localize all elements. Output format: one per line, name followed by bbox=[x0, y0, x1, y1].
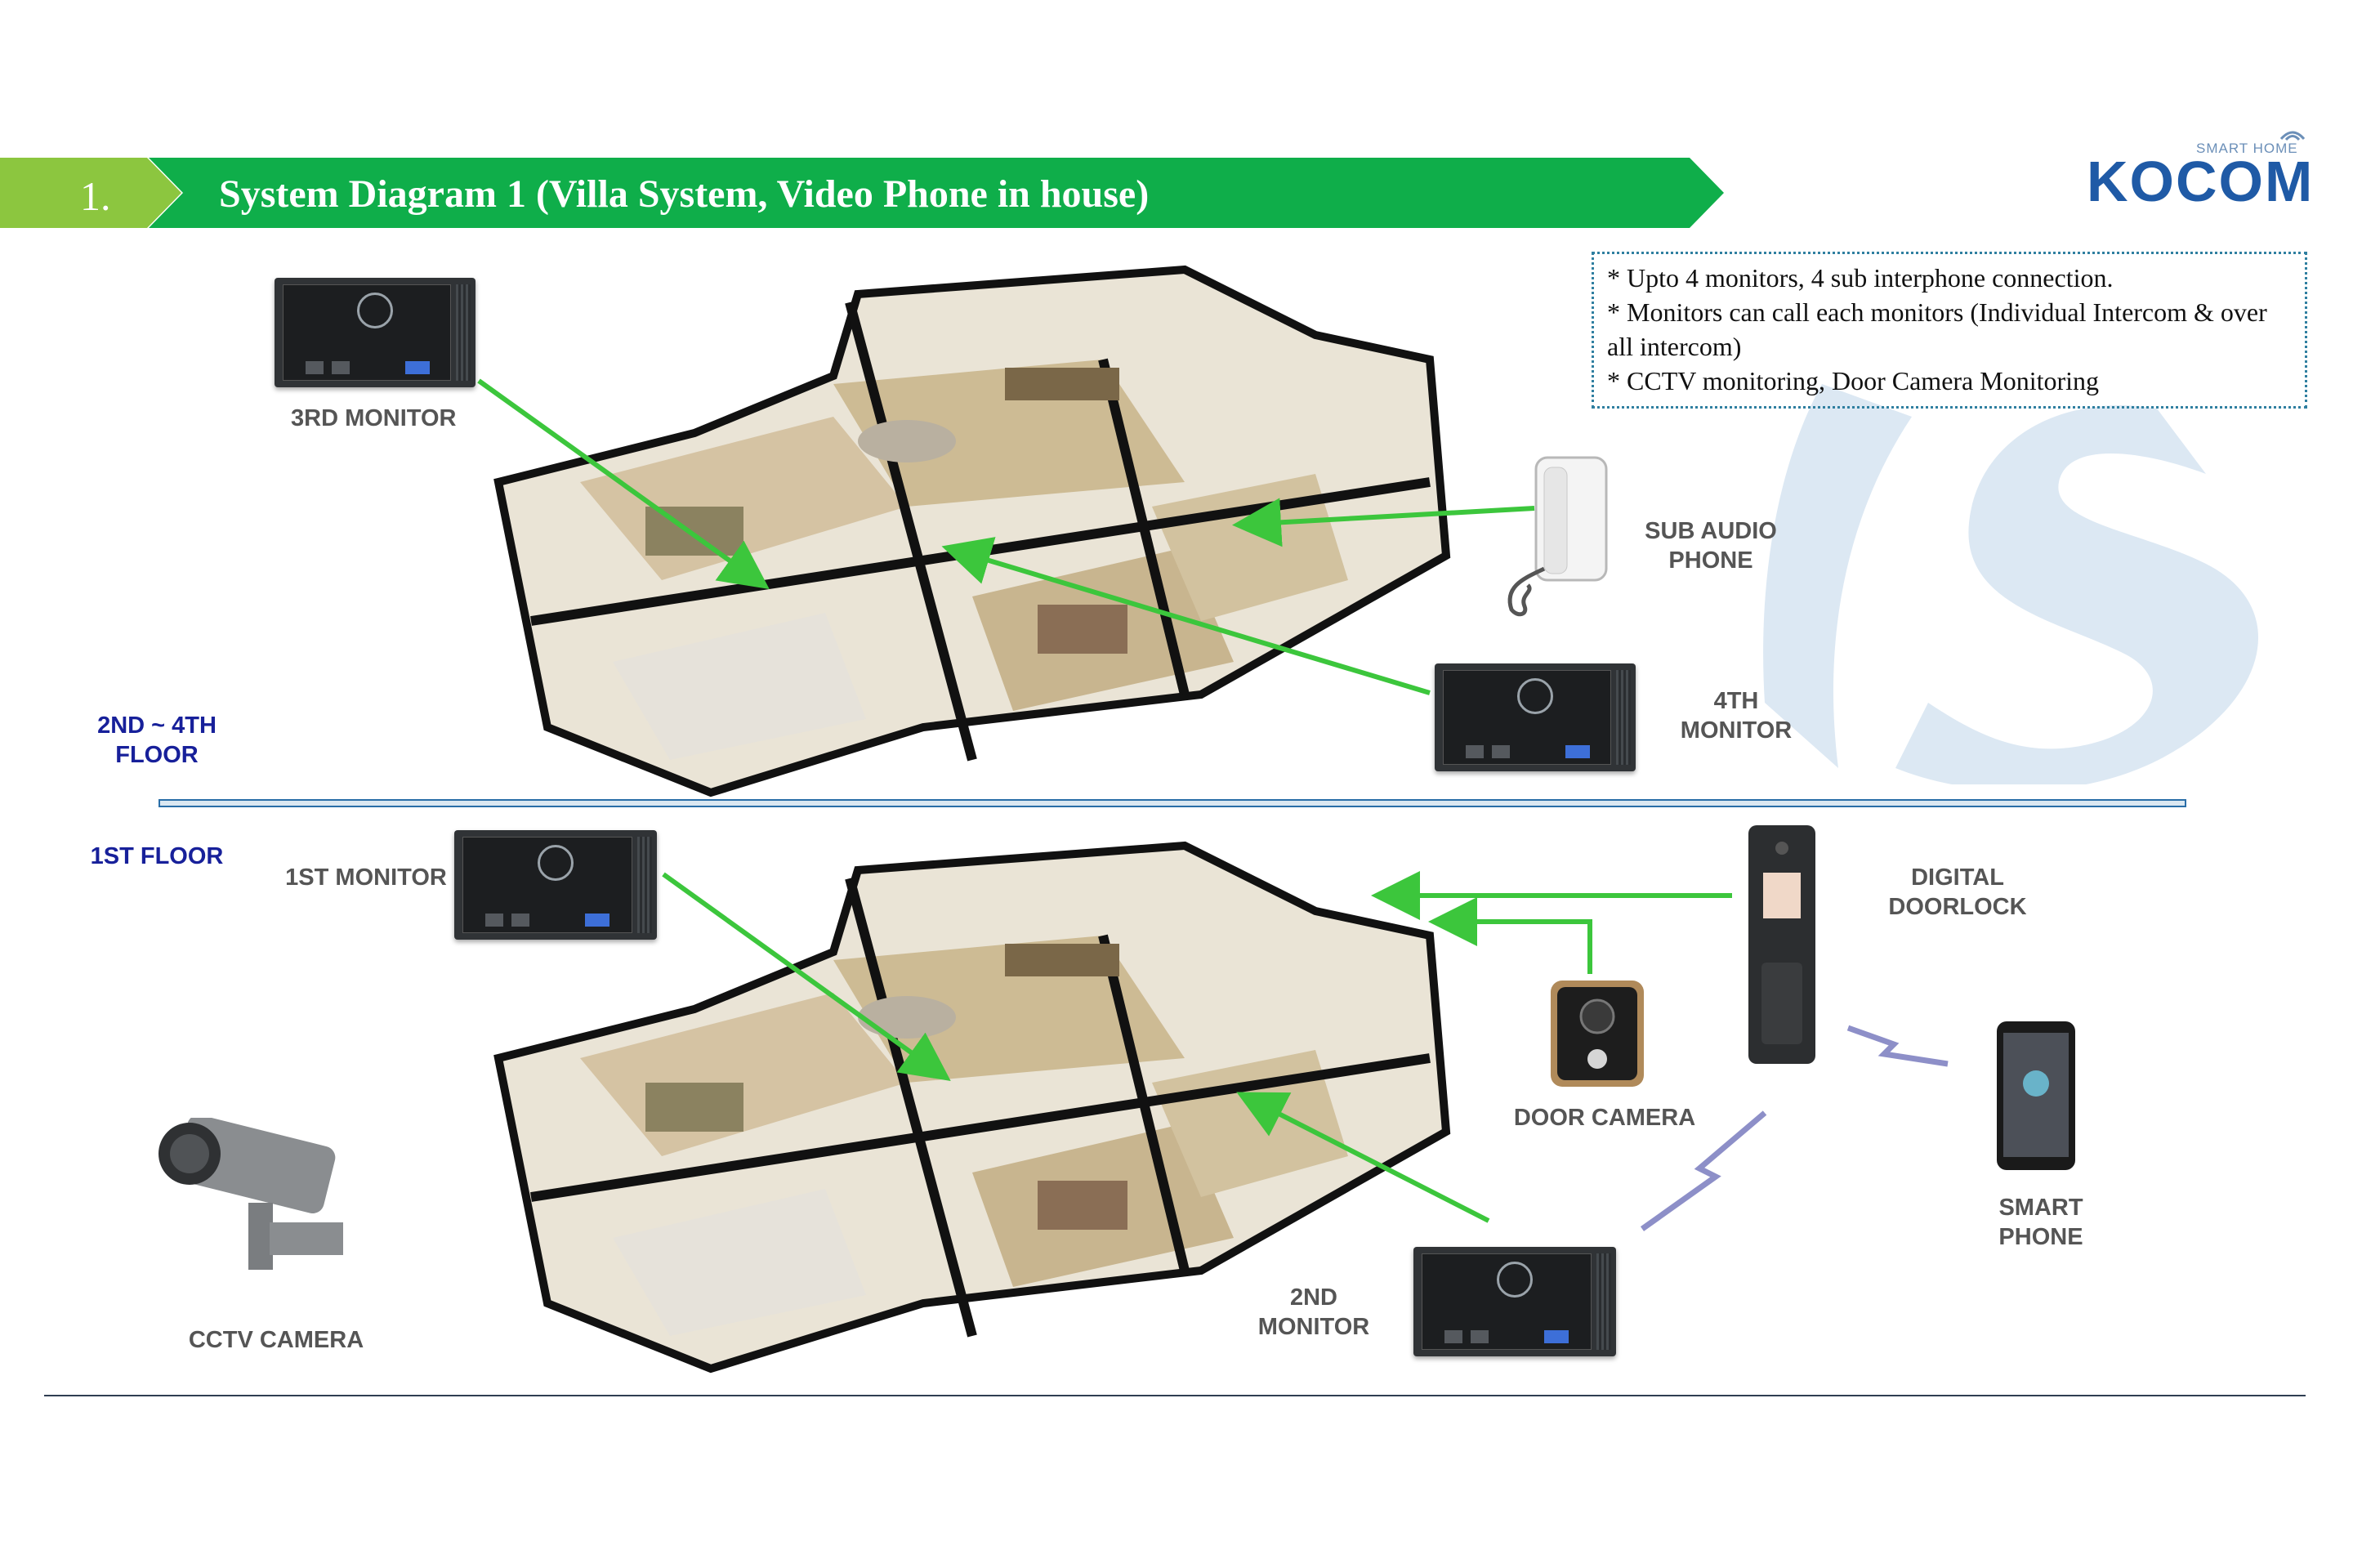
note-item: * Monitors can call each monitors (Indiv… bbox=[1607, 297, 2267, 361]
label-3rd-monitor: 3RD MONITOR bbox=[291, 405, 457, 431]
brand-logo: KOCOM bbox=[2087, 150, 2315, 213]
watermark-logo bbox=[1763, 384, 2258, 784]
label-cctv-camera: CCTV CAMERA bbox=[188, 1327, 364, 1353]
door-camera-device bbox=[1551, 981, 1644, 1087]
label-sub-audio-phone: SUB AUDIO PHONE bbox=[1645, 518, 1777, 574]
digital-doorlock-device bbox=[1748, 825, 1815, 1064]
cctv-camera-device bbox=[159, 1118, 343, 1270]
label-1st-monitor: 1ST MONITOR bbox=[285, 864, 447, 891]
sub-audio-phone-device bbox=[1507, 456, 1608, 617]
smart-phone-device bbox=[1997, 1021, 2075, 1170]
header-banner bbox=[0, 158, 1724, 228]
arrow-door-camera bbox=[1428, 897, 1592, 974]
logo-tagline: SMART HOME bbox=[2196, 141, 2298, 156]
label-floor-lower: 1ST FLOOR bbox=[90, 843, 224, 869]
arrow-monitor3 bbox=[477, 378, 770, 589]
arrow-monitor4 bbox=[941, 537, 1431, 695]
feature-notes: * Upto 4 monitors, 4 sub interphone conn… bbox=[1592, 252, 2307, 409]
wireless-signal-doorcam bbox=[1640, 1110, 1767, 1231]
wireless-signal-phone bbox=[1846, 1025, 1949, 1067]
section-number: 1. bbox=[80, 173, 111, 219]
monitor-2nd bbox=[1413, 1247, 1616, 1356]
arrow-monitor1 bbox=[662, 872, 951, 1082]
monitor-4th bbox=[1435, 663, 1636, 771]
note-item: * Upto 4 monitors, 4 sub interphone conn… bbox=[1607, 263, 2114, 293]
floor-plan-upper bbox=[493, 265, 1451, 797]
monitor-3rd bbox=[275, 278, 476, 387]
label-smart-phone: SMART PHONE bbox=[1998, 1195, 2083, 1250]
monitor-1st bbox=[454, 830, 657, 940]
label-4th-monitor: 4TH MONITOR bbox=[1680, 688, 1793, 744]
wifi-icon bbox=[2279, 131, 2306, 141]
label-door-camera: DOOR CAMERA bbox=[1513, 1105, 1696, 1131]
floor-divider bbox=[159, 799, 2186, 807]
label-2nd-monitor: 2ND MONITOR bbox=[1257, 1284, 1370, 1340]
page-title: System Diagram 1 (Villa System, Video Ph… bbox=[219, 172, 1150, 216]
note-item: * CCTV monitoring, Door Camera Monitorin… bbox=[1607, 366, 2100, 395]
label-floor-upper: 2ND ~ 4TH FLOOR bbox=[97, 713, 217, 768]
label-digital-doorlock: DIGITAL DOORLOCK bbox=[1888, 864, 2027, 920]
bottom-rule bbox=[44, 1395, 2306, 1396]
arrow-monitor2 bbox=[1236, 1092, 1490, 1223]
arrow-sub-audio-phone bbox=[1232, 498, 1535, 547]
